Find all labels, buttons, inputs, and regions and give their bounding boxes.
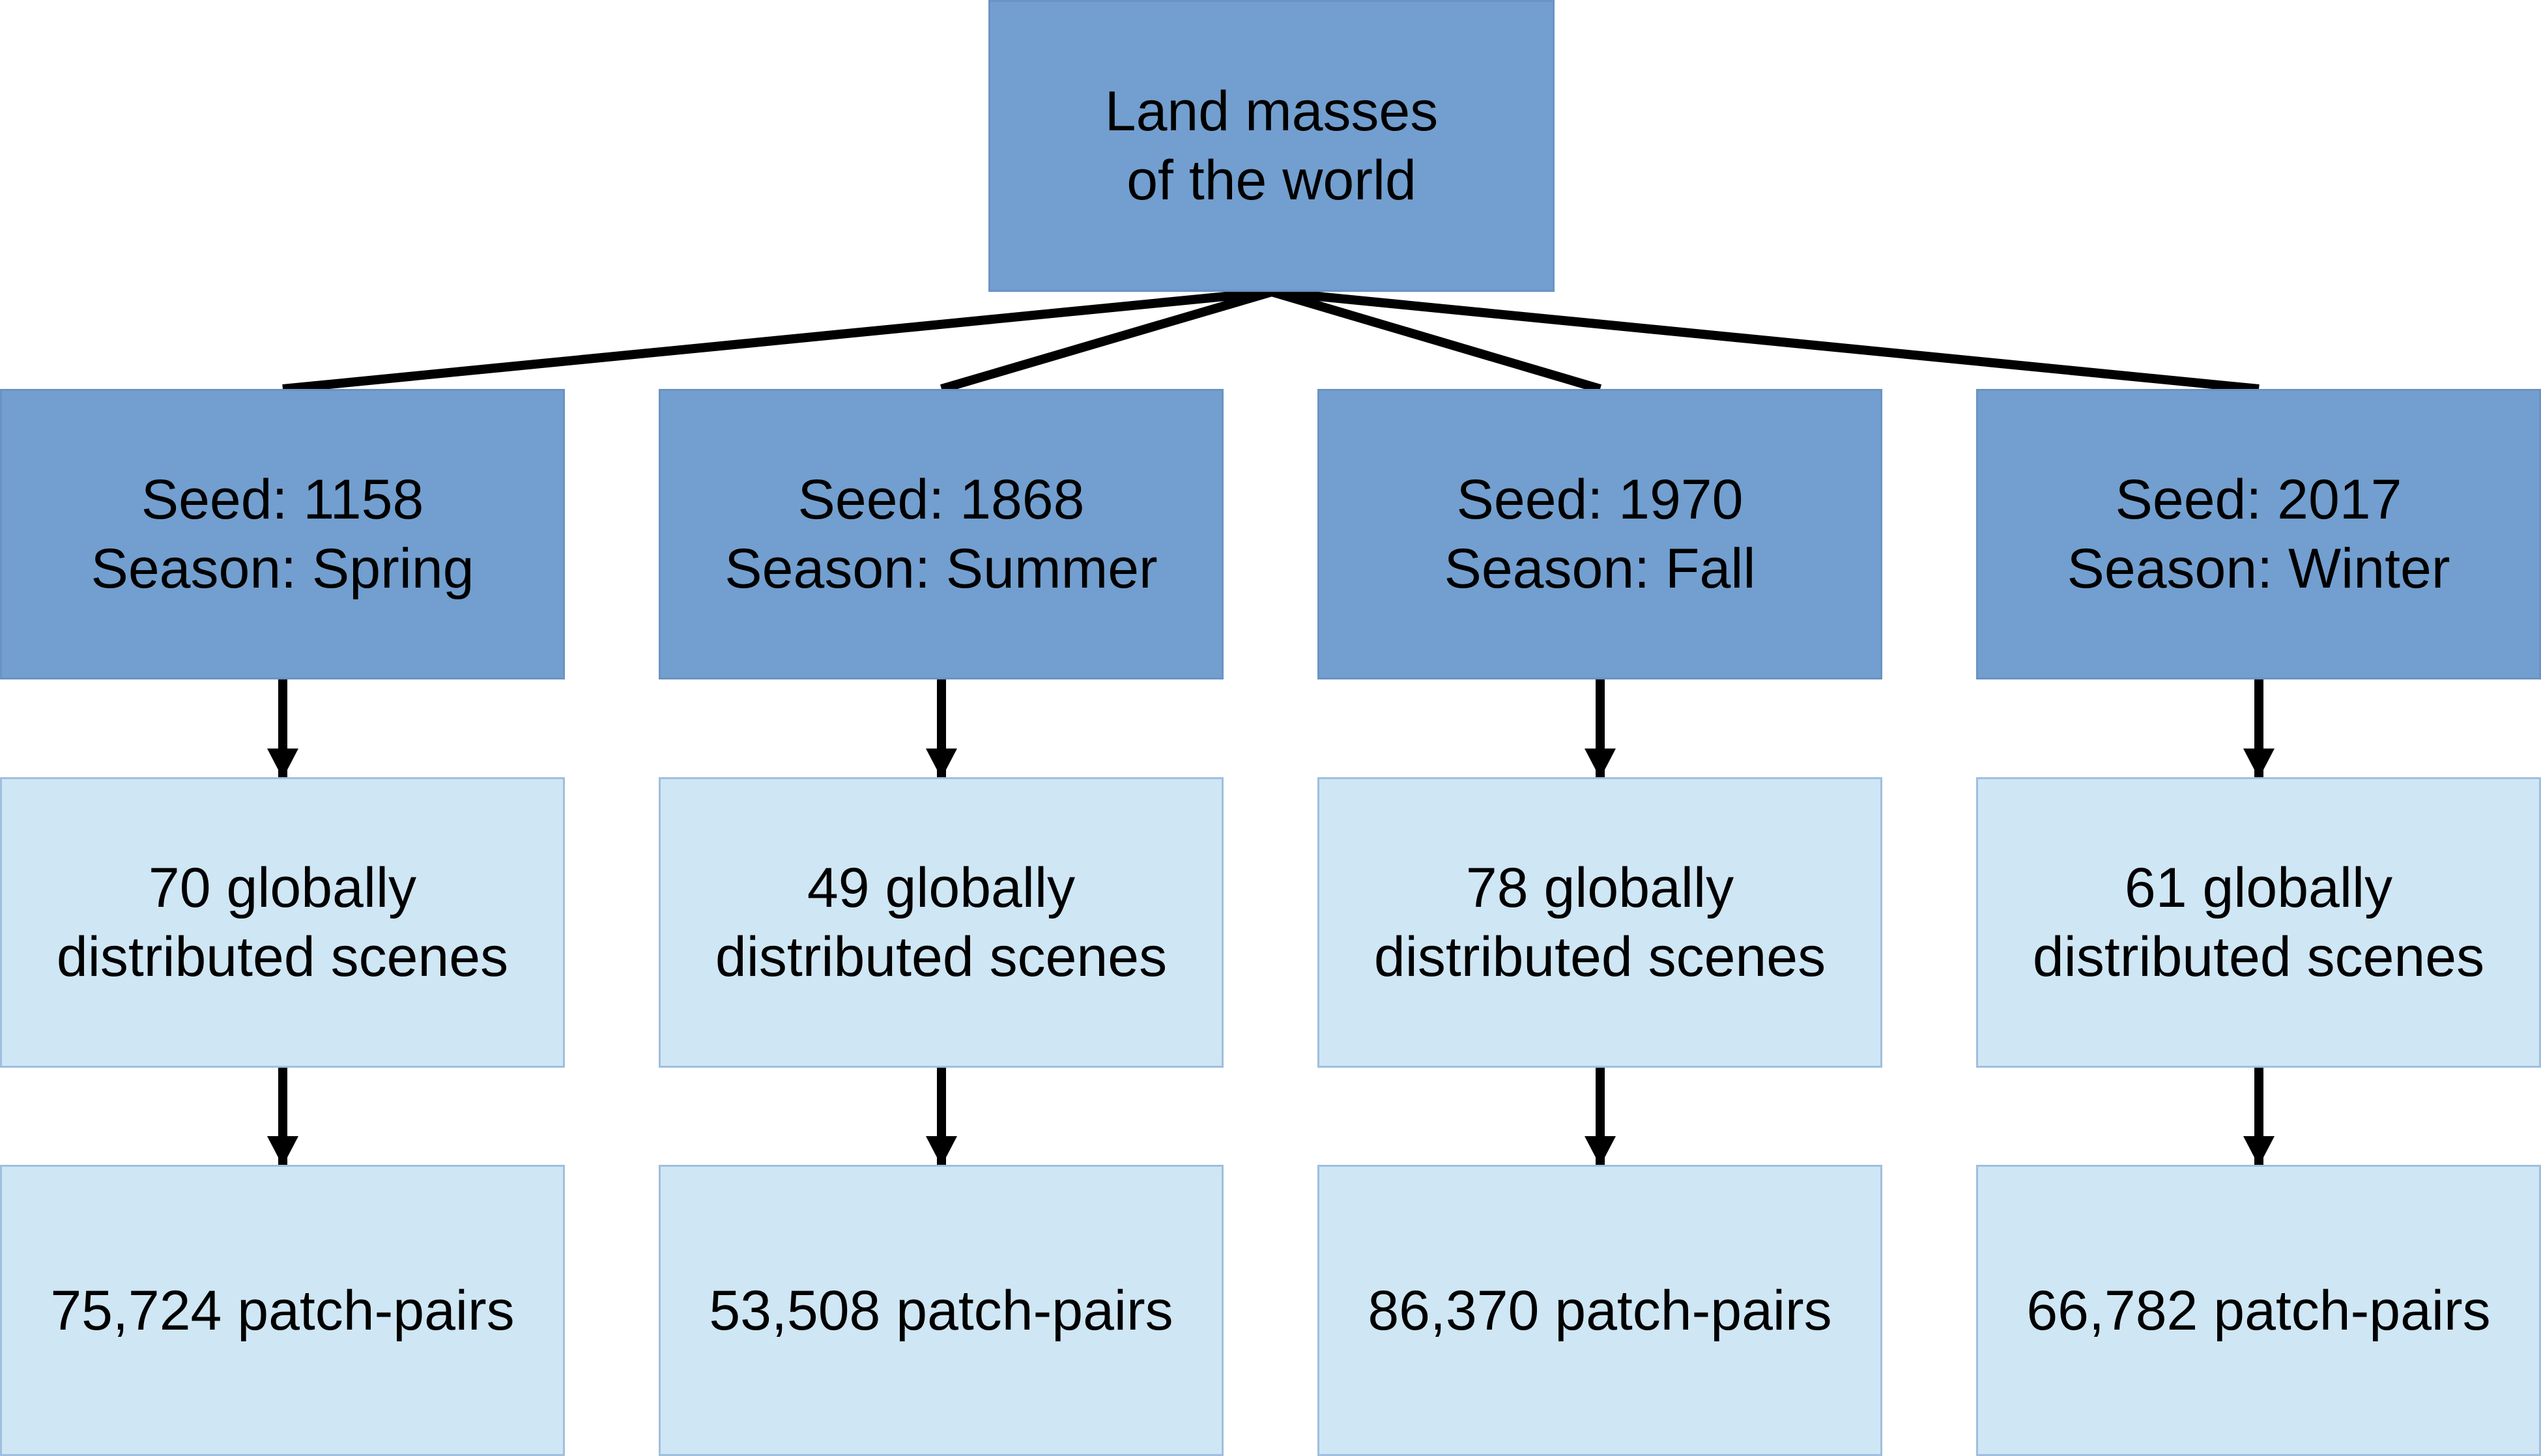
season-label: Season: Summer (725, 537, 1158, 600)
patches-label: 53,508 patch-pairs (709, 1279, 1173, 1342)
seed-label: Seed: 1868 (797, 468, 1085, 531)
seed-node-3: Seed: 1970 Season: Fall (1317, 389, 1882, 679)
seed-node-4: Seed: 2017 Season: Winter (1976, 389, 2541, 679)
seed-label: Seed: 2017 (2115, 468, 2402, 531)
seed-label: Seed: 1970 (1456, 468, 1744, 531)
scenes-line-1: 49 globally (807, 857, 1076, 919)
scenes-line-1: 61 globally (2124, 857, 2393, 919)
patches-node-2: 53,508 patch-pairs (659, 1165, 1224, 1456)
scenes-node-3: 78 globally distributed scenes (1317, 777, 1882, 1068)
patches-label: 66,782 patch-pairs (2026, 1279, 2491, 1342)
scenes-node-1: 70 globally distributed scenes (0, 777, 565, 1068)
scenes-line-2: distributed scenes (715, 926, 1168, 988)
connector-root-to-seed-1 (282, 287, 1272, 393)
season-label: Season: Fall (1444, 537, 1756, 600)
root-node: Land masses of the world (988, 0, 1555, 292)
patches-label: 75,724 patch-pairs (50, 1279, 515, 1342)
seed-node-1: Seed: 1158 Season: Spring (0, 389, 565, 679)
connector-root-to-seed-3 (1270, 287, 1601, 393)
connector-root-to-seed-2 (940, 287, 1273, 393)
scenes-line-1: 70 globally (148, 857, 417, 919)
seed-label: Seed: 1158 (141, 468, 424, 531)
root-node-line-1: Land masses (1104, 80, 1439, 143)
season-label: Season: Spring (91, 537, 474, 600)
connector-root-to-seed-4 (1271, 287, 2260, 393)
patches-node-3: 86,370 patch-pairs (1317, 1165, 1882, 1456)
seed-node-2: Seed: 1868 Season: Summer (659, 389, 1224, 679)
scenes-line-2: distributed scenes (56, 926, 509, 988)
scenes-line-2: distributed scenes (1373, 926, 1826, 988)
season-label: Season: Winter (2067, 537, 2450, 600)
patches-node-4: 66,782 patch-pairs (1976, 1165, 2541, 1456)
scenes-line-1: 78 globally (1465, 857, 1734, 919)
patches-node-1: 75,724 patch-pairs (0, 1165, 565, 1456)
scenes-node-2: 49 globally distributed scenes (659, 777, 1224, 1068)
scenes-line-2: distributed scenes (2032, 926, 2485, 988)
root-node-line-2: of the world (1127, 149, 1416, 212)
patches-label: 86,370 patch-pairs (1368, 1279, 1832, 1342)
scenes-node-4: 61 globally distributed scenes (1976, 777, 2541, 1068)
